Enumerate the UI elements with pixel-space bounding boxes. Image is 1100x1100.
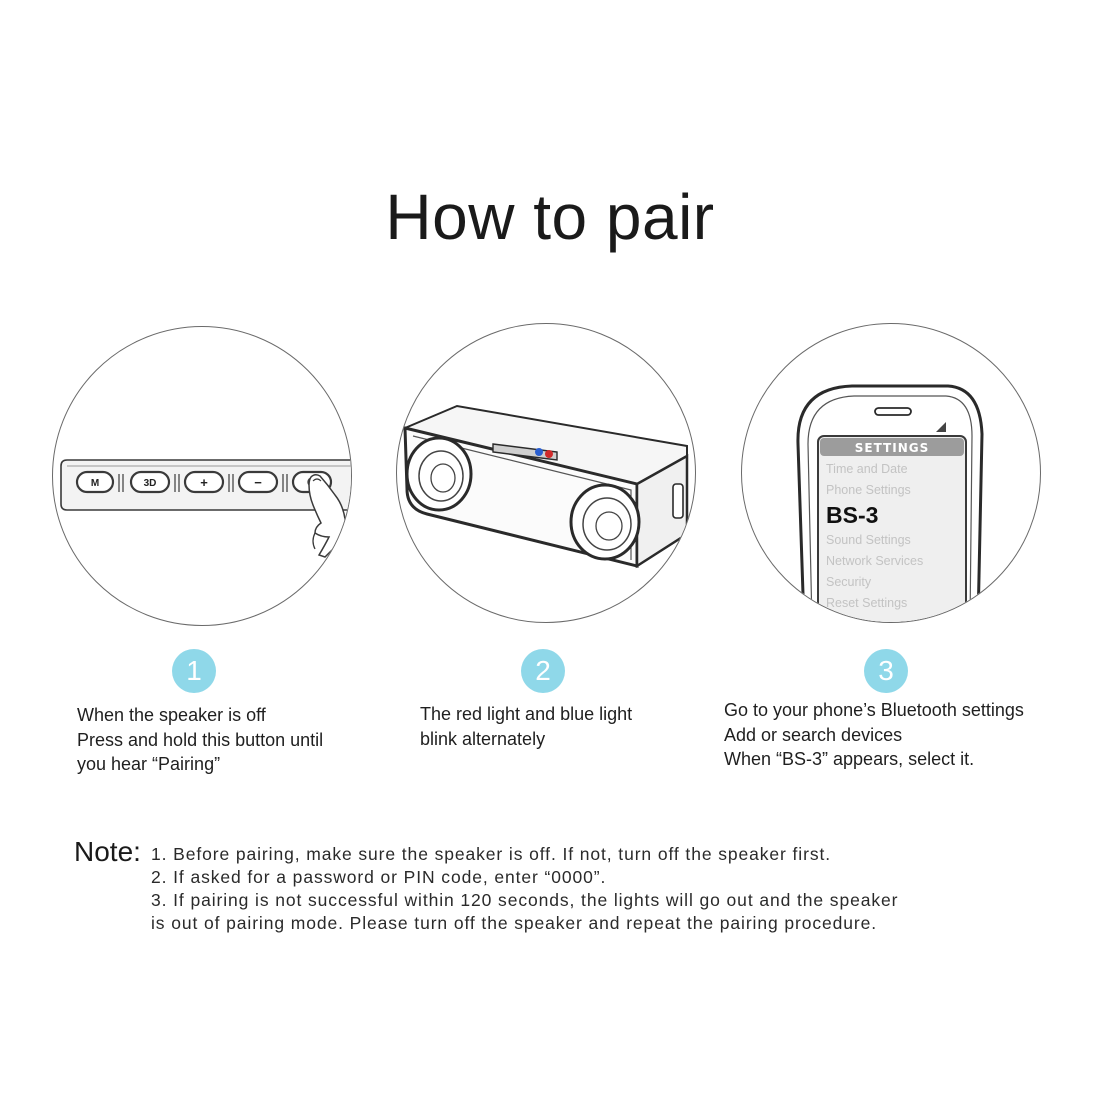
note-line: 2. If asked for a password or PIN code, … [151,867,607,887]
step-3-badge: 3 [864,649,908,693]
step-1-badge: 1 [172,649,216,693]
step-3-line: Add or search devices [724,724,903,745]
red-led-icon [545,450,553,458]
phone-screen [817,435,967,622]
step-3-line: Go to your phone’s Bluetooth settings [724,700,1024,720]
step-2-instructions: The red light and blue light blink alter… [420,702,632,751]
step-2-line: The red light and blue light [420,704,633,724]
step-1-line: you hear “Pairing” [77,754,221,774]
minus-button: − [237,470,279,494]
step-2-illustration [396,323,696,623]
3d-button: 3D [129,470,171,494]
note-line: is out of pairing mode. Please turn off … [151,913,878,933]
earpiece [874,407,912,416]
3d-button-label: 3D [144,478,157,489]
minus-button-label: − [254,475,262,490]
menu-item-security: Security [826,575,872,589]
left-woofer-icon [405,436,473,512]
step-2-line: blink alternately [420,728,546,749]
button-strip-drawing: M 3D + − [60,459,351,558]
plus-button-label: + [200,475,208,490]
right-woofer-icon [569,483,641,561]
note-list: 1. Before pairing, make sure the speaker… [151,843,898,935]
mode-button-label: M [91,478,99,489]
menu-item-reset-settings: Reset Settings [826,596,907,610]
step-2-badge: 2 [521,649,565,693]
menu-item-network-services: Network Services [826,554,923,568]
plus-button: + [183,470,225,494]
finger-icon [308,473,347,558]
note-line: 1. Before pairing, make sure the speaker… [151,844,831,864]
menu-item-bs3: BS-3 [826,502,878,528]
signal-icon [936,422,946,432]
step-1-line: When the speaker is off [77,705,266,725]
blue-led-icon [535,448,543,456]
menu-item-time-date: Time and Date [826,462,908,476]
step-1-illustration: M 3D + − [52,326,352,626]
mode-button: M [75,470,115,494]
speaker-drawing [401,404,689,569]
settings-header: SETTINGS [855,441,930,455]
page-title: How to pair [385,181,715,253]
side-port [672,483,684,519]
step-3-instructions: Go to your phone’s Bluetooth settings Ad… [724,698,1024,772]
led-panel [492,443,558,461]
menu-item-sound-settings: Sound Settings [826,533,911,547]
menu-item-phone-settings: Phone Settings [826,483,911,497]
step-3-line: When “BS-3” appears, select it. [724,749,975,769]
note-line: 3. If pairing is not successful within 1… [151,890,899,910]
note-label: Note: [74,836,141,867]
step-3-illustration: SETTINGS Time and Date Phone Settings BS… [741,323,1041,623]
step-1-line: Press and hold this button until [77,729,324,750]
step-1-instructions: When the speaker is off Press and hold t… [77,703,323,777]
phone-drawing: SETTINGS Time and Date Phone Settings BS… [796,384,984,622]
settings-header-bar [820,438,964,456]
